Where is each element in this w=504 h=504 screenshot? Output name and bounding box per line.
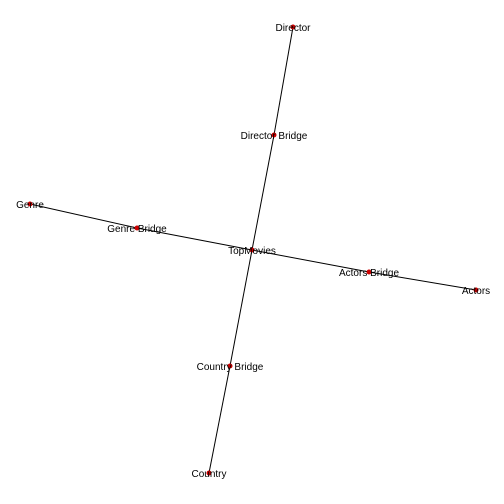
node-genre-bridge-label: Genre Bridge: [107, 224, 167, 235]
node-actors-dot: [473, 287, 479, 293]
node-director-bridge-label: Director Bridge: [241, 131, 308, 142]
node-actors-bridge-label: Actors Bridge: [339, 268, 399, 279]
node-genre-bridge-dot: [134, 225, 140, 231]
node-director-bridge-dot: [271, 132, 277, 138]
node-actors-bridge-dot: [366, 269, 372, 275]
node-country-bridge-dot: [227, 363, 233, 369]
edge-director-to-director-bridge: [273, 26, 294, 136]
edge-director-bridge-to-top-movies: [251, 134, 275, 251]
node-top-movies-dot: [249, 247, 255, 253]
edge-top-movies-to-country-bridge: [229, 249, 253, 367]
node-country-label: Country: [191, 469, 226, 480]
edge-genre-to-genre-bridge: [29, 203, 138, 229]
node-genre-label: Genre: [16, 200, 44, 211]
edge-genre-bridge-to-top-movies: [136, 227, 253, 251]
node-country-bridge-label: Country Bridge: [197, 362, 264, 373]
edge-country-bridge-to-country: [208, 365, 231, 474]
node-actors-label: Actors: [462, 286, 490, 297]
edge-actors-bridge-to-actors: [368, 271, 477, 291]
node-country-dot: [206, 470, 212, 476]
node-director-label: Director: [275, 23, 311, 34]
edges-layer: [29, 26, 477, 474]
edge-top-movies-to-actors-bridge: [251, 249, 370, 273]
nodes-layer: [27, 24, 479, 476]
node-top-movies-label: TopMovies: [228, 246, 276, 257]
node-genre-dot: [27, 201, 33, 207]
node-director-dot: [290, 24, 296, 30]
